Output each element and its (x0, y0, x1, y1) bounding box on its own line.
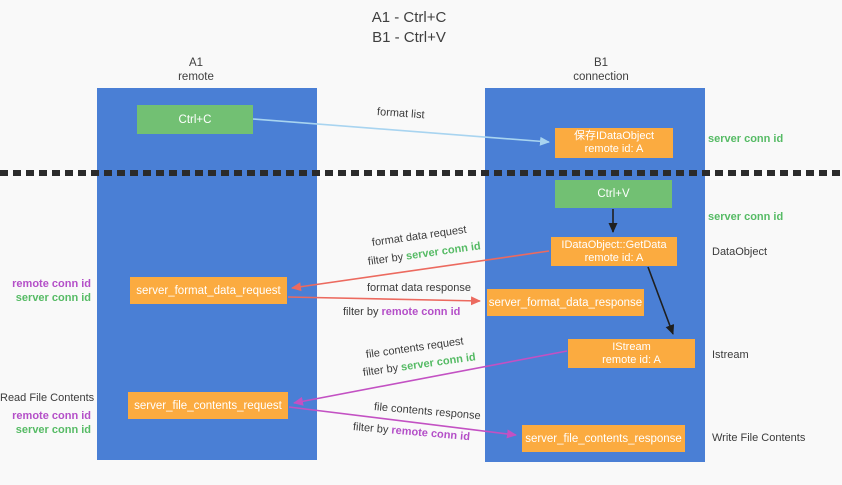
column-header-b1: B1 connection (546, 56, 656, 84)
save-idataobject-line2: remote id: A (584, 143, 644, 155)
getdata-line1: IDataObject::GetData (561, 238, 667, 251)
left-file-server-conn-id-label: server conn id (15, 424, 91, 436)
ctrl-c-label: Ctrl+C (178, 113, 212, 126)
server-format-data-request-label: server_format_data_request (136, 284, 281, 297)
arrow-format-data-request (291, 250, 550, 292)
dotted-separator-line (0, 170, 842, 176)
istream-line2: remote id: A (602, 353, 661, 366)
arrow-file-contents-response (288, 406, 517, 439)
column-a1-subtitle: remote (178, 71, 214, 83)
server-file-contents-request-box: server_file_contents_request (128, 392, 288, 419)
server-file-contents-request-label: server_file_contents_request (134, 399, 282, 412)
ctrl-c-box: Ctrl+C (137, 105, 253, 134)
column-b1-subtitle: connection (573, 71, 629, 83)
save-idataobject-box: 保存IDataObject remote id: A (555, 128, 673, 158)
server-format-data-response-box: server_format_data_response (487, 289, 644, 316)
arrow-format-list (252, 118, 550, 146)
diagram-title: A1 - Ctrl+C B1 - Ctrl+V (309, 8, 509, 48)
left-format-remote-conn-id-label: remote conn id (12, 278, 91, 290)
server-conn-id-label-top: server conn id (708, 133, 784, 145)
filter-by-remote-conn-id-label-1: filter by remote conn id (343, 306, 460, 318)
title-line-a1: A1 - Ctrl+C (371, 9, 447, 26)
server-format-data-response-label: server_format_data_response (488, 296, 643, 309)
ctrl-v-label: Ctrl+V (597, 188, 630, 200)
server-file-contents-response-box: server_file_contents_response (522, 425, 685, 452)
arrow-format-data-response (287, 296, 481, 306)
column-b1-name: B1 (593, 57, 609, 69)
server-format-data-request-box: server_format_data_request (130, 277, 287, 304)
arrow-getdata-to-istream (647, 266, 675, 335)
read-file-contents-label: Read File Contents (0, 392, 95, 404)
istream-box: IStream remote id: A (568, 339, 695, 368)
format-data-response-label: format data response (367, 282, 471, 294)
getdata-box: IDataObject::GetData remote id: A (551, 237, 677, 266)
getdata-line2: remote id: A (584, 251, 644, 264)
column-a1-name: A1 (188, 57, 204, 69)
column-header-a1: A1 remote (141, 56, 251, 84)
istream-side-label: Istream (712, 349, 749, 361)
save-idataobject-line1: 保存IDataObject (573, 130, 655, 142)
left-format-server-conn-id-label: server conn id (15, 292, 91, 304)
arrow-file-contents-request (293, 350, 568, 406)
filter-by-prefix-2: filter by (343, 306, 382, 318)
ctrl-v-box: Ctrl+V (555, 180, 672, 208)
write-file-contents-label: Write File Contents (712, 432, 806, 444)
server-file-contents-response-label: server_file_contents_response (525, 432, 682, 445)
left-file-remote-conn-id-label: remote conn id (12, 410, 91, 422)
istream-line1: IStream (612, 340, 651, 353)
server-conn-id-label-mid: server conn id (708, 211, 784, 223)
title-line-b1: B1 - Ctrl+V (372, 29, 446, 46)
dataobject-label: DataObject (712, 246, 768, 258)
filter-by-value-2: remote conn id (381, 306, 461, 318)
